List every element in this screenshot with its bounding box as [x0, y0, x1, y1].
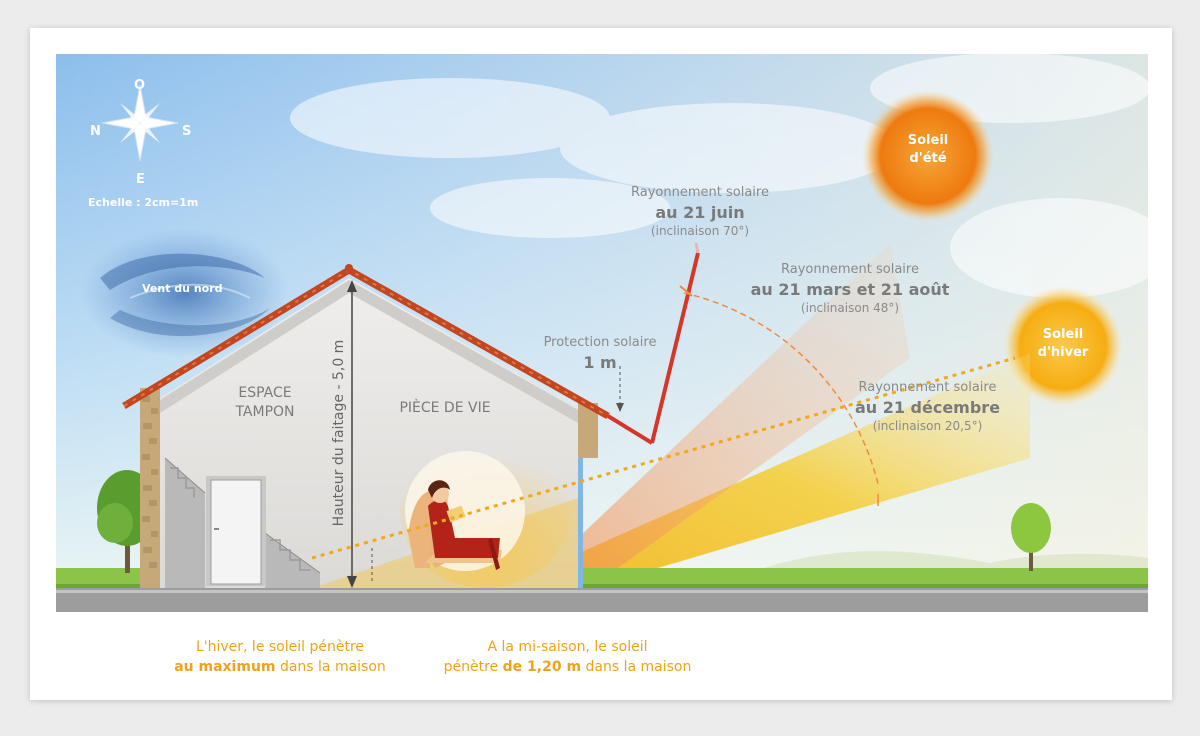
- interior-door: [206, 476, 266, 586]
- midseason-beam: [525, 243, 910, 588]
- solar-scene: [56, 53, 1170, 612]
- compass-rose-icon: [101, 84, 179, 162]
- midseason-caption-bold: de 1,20 m: [502, 659, 582, 676]
- midseason-caption: A la mi-saison, le soleil pénètre de 1,2…: [430, 637, 705, 678]
- tree-right-icon: [1011, 503, 1051, 571]
- winter-caption: L'hiver, le soleil pénètre au maximum da…: [150, 637, 410, 678]
- midseason-caption-rest: dans la maison: [581, 659, 692, 676]
- summer-sun-line2: d'été: [909, 151, 947, 167]
- summer-sun: [862, 90, 994, 222]
- june-ray-label: Rayonnement solaire au 21 juin (inclinai…: [610, 184, 790, 239]
- buffer-room-label: ESPACE TAMPON: [210, 384, 320, 422]
- winter-sun: [1003, 286, 1123, 406]
- december-line2: au 21 décembre: [854, 397, 1001, 417]
- height-arrow: [347, 280, 373, 588]
- june-line2: au 21 juin: [655, 202, 745, 222]
- protection-line2: 1 m: [583, 352, 617, 372]
- wind-label: Vent du nord: [142, 282, 223, 295]
- stone-wall-right: [578, 403, 598, 458]
- equinox-ray-label: Rayonnement solaire au 21 mars et 21 aoû…: [730, 261, 970, 316]
- diagram-card: O N S E Echelle : 2cm=1m Vent du nord ES…: [30, 28, 1172, 700]
- protection-line1: Protection solaire: [543, 335, 657, 350]
- reading-person-icon: [405, 451, 525, 571]
- buffer-room-line2: TAMPON: [235, 403, 295, 420]
- scale-label: Echelle : 2cm=1m: [88, 196, 199, 209]
- compass-north-label: O: [134, 78, 146, 93]
- december-line3: (inclinaison 20,5°): [872, 419, 983, 434]
- compass-east-label: S: [182, 124, 192, 139]
- protection-label: Protection solaire 1 m: [530, 334, 670, 373]
- winter-caption-rest: dans la maison: [275, 659, 386, 676]
- winter-caption-bold: au maximum: [174, 659, 276, 676]
- height-label: Hauteur du faitage - 5,0 m: [331, 339, 347, 527]
- staircase: [164, 457, 321, 588]
- living-room-label: PIÈCE DE VIE: [399, 400, 491, 416]
- equinox-line1: Rayonnement solaire: [781, 262, 919, 277]
- glass-wall: [578, 458, 583, 588]
- compass-south-label: E: [136, 172, 145, 187]
- buffer-room-line1: ESPACE: [238, 385, 292, 401]
- winter-sun-label: Soleil d'hiver: [1033, 326, 1093, 362]
- winter-sun-line1: Soleil: [1042, 327, 1084, 342]
- angle-arc: [683, 292, 879, 485]
- december-line1: Rayonnement solaire: [858, 380, 997, 395]
- solar-protection: [606, 242, 700, 445]
- winter-sun-line2: d'hiver: [1037, 345, 1089, 361]
- december-ray-label: Rayonnement solaire au 21 décembre (incl…: [840, 379, 1015, 434]
- midseason-caption-pre: pénètre: [443, 659, 503, 676]
- clouds: [290, 53, 1170, 298]
- equinox-line2: au 21 mars et 21 août: [750, 279, 950, 299]
- north-wind-swirl: [80, 228, 290, 358]
- equinox-line3: (inclinaison 48°): [800, 301, 900, 316]
- house: [122, 264, 610, 588]
- midseason-caption-line1: A la mi-saison, le soleil: [487, 639, 648, 655]
- compass-west-label: N: [90, 124, 101, 139]
- june-line3: (inclinaison 70°): [650, 224, 750, 239]
- winter-caption-line1: L'hiver, le soleil pénètre: [195, 639, 365, 655]
- summer-sun-line1: Soleil: [907, 133, 949, 148]
- june-line1: Rayonnement solaire: [631, 185, 769, 200]
- summer-sun-label: Soleil d'été: [900, 132, 956, 168]
